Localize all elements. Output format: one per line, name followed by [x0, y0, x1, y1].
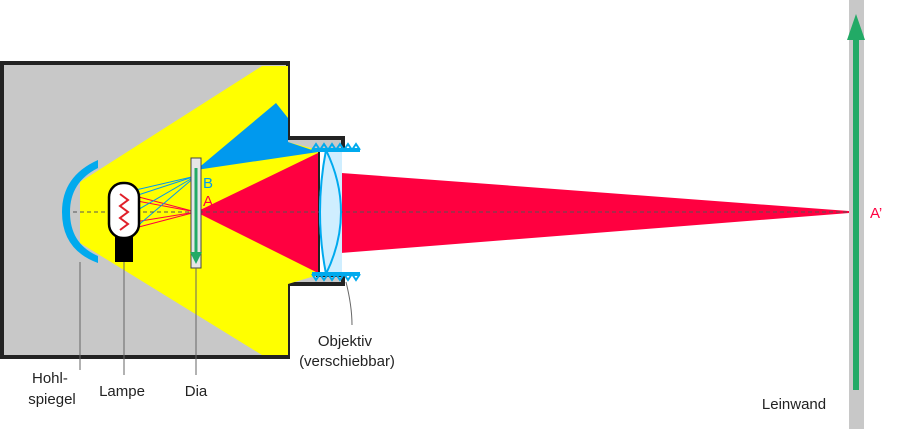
point-b-label: B [203, 175, 213, 192]
lens-label-line2: (verschiebbar) [299, 353, 395, 370]
image-arrow [847, 14, 865, 390]
objective-lens [311, 142, 361, 282]
leader-lines [79, 262, 353, 375]
slide-label: Dia [185, 383, 208, 400]
mirror-label: Hohl- spiegel [28, 370, 76, 408]
mirror-label-line1: Hohl- [32, 370, 68, 387]
ray-bundle-a-image [328, 172, 862, 254]
lens-label-line1: Objektiv [318, 333, 373, 350]
lens-label: Objektiv (verschiebbar) [299, 333, 395, 370]
mirror-label-line2: spiegel [28, 391, 76, 408]
lamp-label: Lampe [99, 383, 145, 400]
point-a-label: A [203, 193, 213, 210]
ray-bundle-a [196, 153, 318, 273]
lamp-icon [107, 181, 141, 262]
ray-wedge-b [196, 103, 318, 170]
screen-label: Leinwand [762, 396, 826, 413]
slide [190, 157, 202, 269]
point-a-image-label: A’ [870, 205, 882, 222]
concave-mirror [62, 160, 98, 263]
